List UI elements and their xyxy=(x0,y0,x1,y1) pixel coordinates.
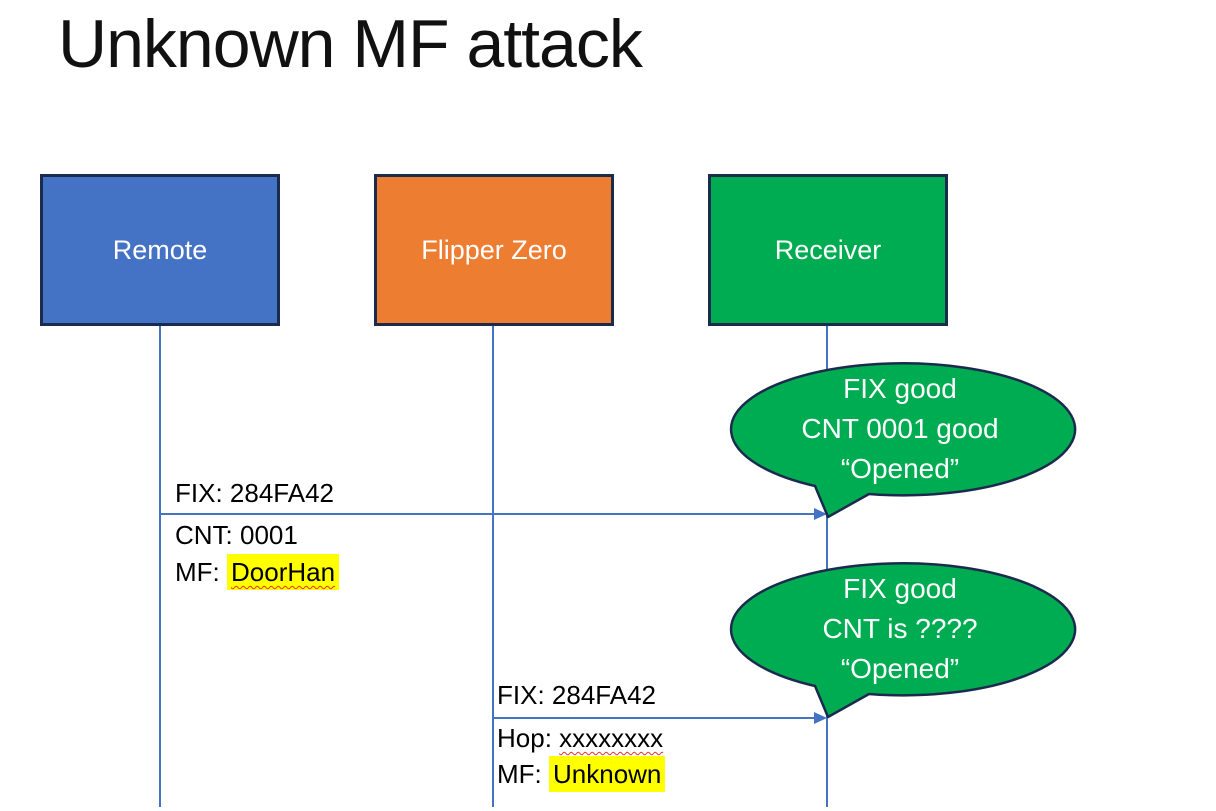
bubble2-line1: FIX good xyxy=(843,573,957,604)
bubble1-line2: CNT 0001 good xyxy=(801,413,999,444)
actor-box-flipper-zero: Flipper Zero xyxy=(374,174,614,326)
message2-mf-label: MF: Unknown xyxy=(497,756,666,792)
actor-label-remote: Remote xyxy=(112,234,208,265)
message1-cnt-label: CNT: 0001 xyxy=(175,520,298,550)
speech-bubble-text: FIX good CNT is ???? “Opened” xyxy=(718,569,1082,689)
lifeline-receiver xyxy=(826,326,828,807)
speech-bubble-shape xyxy=(729,562,1077,719)
message2-fix-label: FIX: 284FA42 xyxy=(497,680,656,710)
message2-hop-value: xxxxxxxx xyxy=(559,723,664,753)
actor-label-flipper-zero: Flipper Zero xyxy=(421,234,567,265)
message1-mf-prefix: MF: xyxy=(175,557,227,587)
message1-fix-label: FIX: 284FA42 xyxy=(175,478,334,508)
bubble1-line3: “Opened” xyxy=(840,453,960,484)
message2-mf-value-highlighted: Unknown xyxy=(549,756,666,792)
speech-bubble-shape xyxy=(729,362,1077,519)
lifeline-flipper-zero xyxy=(492,326,494,807)
bubble1-line1: FIX good xyxy=(843,373,957,404)
speech-bubble-receiver-2: FIX good CNT is ???? “Opened” xyxy=(718,555,1082,727)
speech-bubble-text: FIX good CNT 0001 good “Opened” xyxy=(718,369,1082,489)
actor-label-receiver: Receiver xyxy=(774,234,882,265)
actor-box-receiver: Receiver xyxy=(708,174,948,326)
bubble2-line2: CNT is ???? xyxy=(822,613,978,644)
arrowhead-icon xyxy=(814,508,827,520)
bubble2-line3: “Opened” xyxy=(840,653,960,684)
message2-hop-prefix: Hop: xyxy=(497,723,560,753)
message1-mf-label: MF: DoorHan xyxy=(175,554,340,590)
message-arrow-remote-to-receiver xyxy=(160,513,816,515)
actor-box-remote: Remote xyxy=(40,174,280,326)
page-title: Unknown MF attack xyxy=(58,6,643,82)
message1-mf-value-highlighted: DoorHan xyxy=(227,554,340,590)
message-arrow-flipper-to-receiver xyxy=(493,717,816,719)
arrowhead-icon xyxy=(814,712,827,724)
message2-mf-prefix: MF: xyxy=(497,759,549,789)
speech-bubble-receiver-1: FIX good CNT 0001 good “Opened” xyxy=(718,355,1082,527)
lifeline-remote xyxy=(159,326,161,807)
message2-hop-label: Hop: xxxxxxxx xyxy=(497,722,663,754)
